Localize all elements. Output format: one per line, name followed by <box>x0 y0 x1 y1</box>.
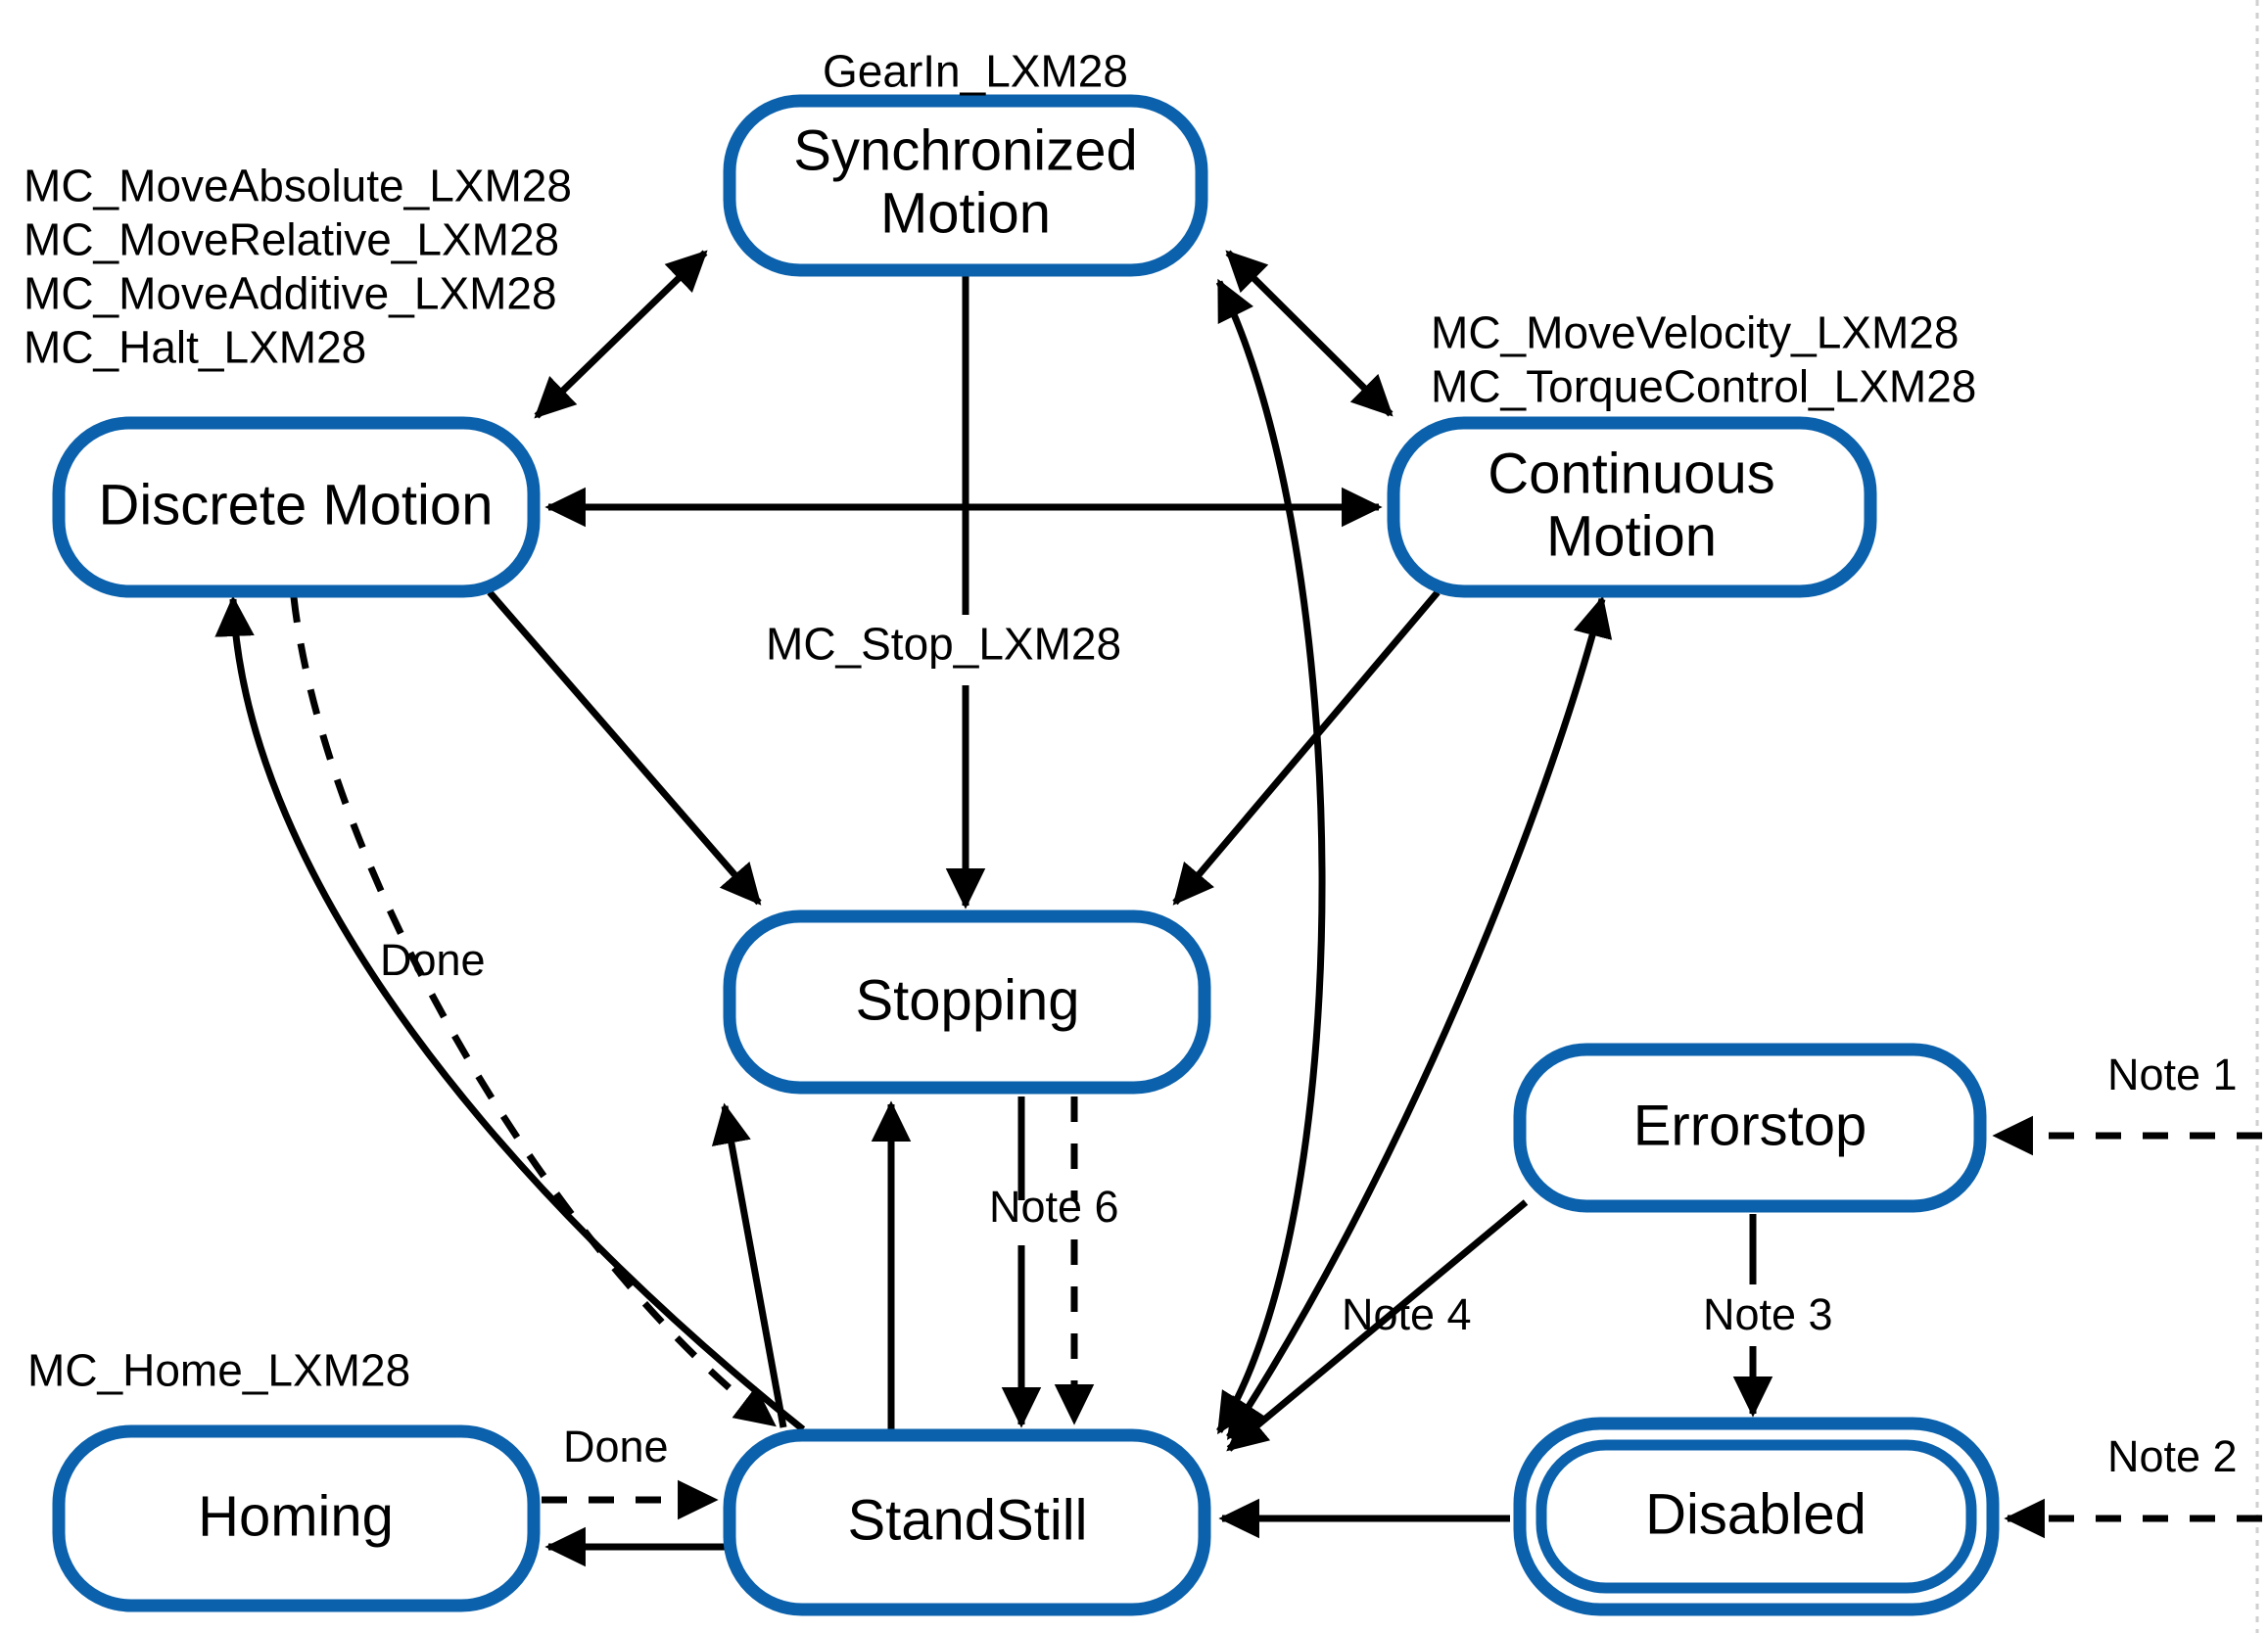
edge-label-done-discrete: Done <box>380 935 486 985</box>
fb-label-stop: MC_Stop_LXM28 <box>766 619 1121 670</box>
edge-standstill-synchronized <box>1215 278 1326 1435</box>
state-box-disabled-inner <box>1536 1439 1977 1594</box>
edge-errorstop-standstill-note4 <box>1226 1199 1529 1452</box>
edge-label-done-homing: Done <box>563 1422 669 1471</box>
fb-label-home: MC_Home_LXM28 <box>27 1345 410 1396</box>
fb-label-move-relative: MC_MoveRelative_LXM28 <box>24 214 559 265</box>
state-homing[interactable]: Homing <box>52 1424 541 1612</box>
state-synchronized-motion[interactable]: Synchronized Motion <box>723 94 1208 277</box>
state-label-continuous-motion-line2: Motion <box>1546 504 1717 568</box>
state-discrete-motion[interactable]: Discrete Motion <box>52 416 541 598</box>
fb-label-torque-control: MC_TorqueControl_LXM28 <box>1431 361 1976 412</box>
state-box-errorstop[interactable] <box>1513 1043 1987 1213</box>
state-box-synchronized-motion[interactable] <box>723 94 1208 277</box>
fb-label-gearin: GearIn_LXM28 <box>823 46 1128 97</box>
state-box-standstill[interactable] <box>723 1428 1211 1616</box>
state-label-homing: Homing <box>198 1484 394 1548</box>
edge-discrete-standstill-done <box>290 596 777 1427</box>
state-box-continuous-motion[interactable] <box>1387 416 1877 598</box>
edge-discrete-stopping <box>487 589 762 906</box>
fb-label-move-absolute: MC_MoveAbsolute_LXM28 <box>24 161 572 211</box>
state-label-errorstop: Errorstop <box>1633 1094 1867 1157</box>
fb-label-move-additive: MC_MoveAdditive_LXM28 <box>24 268 557 319</box>
state-label-synchronized-motion-line2: Motion <box>880 181 1051 245</box>
edge-standstill-continuous <box>1226 595 1613 1441</box>
state-standstill[interactable]: StandStill <box>723 1428 1211 1616</box>
state-errorstop[interactable]: Errorstop <box>1513 1043 1987 1213</box>
state-disabled[interactable]: Disabled <box>1513 1417 2000 1616</box>
state-label-standstill: StandStill <box>847 1488 1087 1552</box>
edge-synchronized-continuous <box>1225 250 1394 417</box>
edge-label-note2: Note 2 <box>2107 1431 2238 1481</box>
state-box-homing[interactable] <box>52 1424 541 1612</box>
edge-label-note4: Note 4 <box>1342 1289 1472 1339</box>
state-label-disabled: Disabled <box>1645 1482 1866 1546</box>
state-label-stopping: Stopping <box>856 968 1080 1032</box>
state-stopping[interactable]: Stopping <box>723 910 1211 1095</box>
fb-label-move-velocity: MC_MoveVelocity_LXM28 <box>1431 307 1959 358</box>
edge-label-note3: Note 3 <box>1703 1289 1833 1339</box>
edge-label-note6: Note 6 <box>989 1182 1119 1232</box>
state-box-stopping[interactable] <box>723 910 1211 1095</box>
edge-label-note1: Note 1 <box>2107 1050 2238 1099</box>
state-label-synchronized-motion-line1: Synchronized <box>793 118 1137 182</box>
fb-label-halt: MC_Halt_LXM28 <box>24 322 366 373</box>
edge-standstill-stopping-diagonal <box>711 1102 787 1428</box>
state-continuous-motion[interactable]: Continuous Motion <box>1387 416 1877 598</box>
edge-standstill-discrete <box>214 595 806 1432</box>
state-box-discrete-motion[interactable] <box>52 416 541 598</box>
edge-discrete-synchronized <box>534 250 708 419</box>
state-label-discrete-motion: Discrete Motion <box>99 473 494 537</box>
state-label-continuous-motion-line1: Continuous <box>1488 442 1774 505</box>
